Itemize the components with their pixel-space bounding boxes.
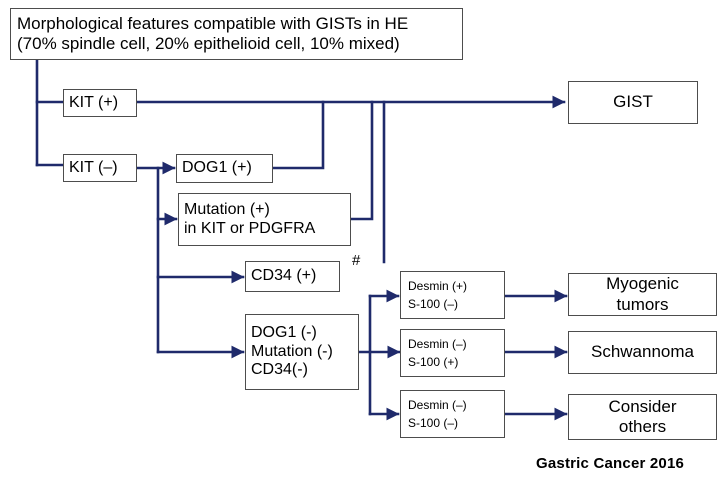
mutation-positive-line-1: Mutation (+) [184, 200, 270, 218]
consider-line-1: Consider [608, 396, 677, 416]
consider-others-box: Consider others [568, 394, 717, 440]
mutation-negative-label: Mutation (-) [251, 342, 333, 360]
mutation-positive-box: Mutation (+) in KIT or PDGFRA [178, 193, 351, 246]
root-line-2: (70% spindle cell, 20% epithelioid cell,… [17, 34, 400, 53]
hash-annotation: # [352, 252, 361, 269]
myogenic-tumors-box: Myogenic tumors [568, 273, 717, 316]
desmin-neg-s100-neg-box: Desmin (–) S-100 (–) [400, 390, 505, 438]
s100-positive-label: S-100 (+) [408, 355, 459, 369]
schwannoma-box: Schwannoma [568, 331, 717, 374]
triple-negative-box: DOG1 (-) Mutation (-) CD34(-) [245, 314, 359, 390]
root-line-1: Morphological features compatible with G… [17, 13, 409, 33]
desmin-positive-label: Desmin (+) [408, 279, 468, 293]
gist-label: GIST [613, 92, 653, 112]
desmin-pos-s100-neg-box: Desmin (+) S-100 (–) [400, 271, 505, 319]
source-citation: Gastric Cancer 2016 [536, 455, 685, 472]
dog1-positive-box: DOG1 (+) [176, 154, 273, 183]
root-box: Morphological features compatible with G… [10, 8, 463, 60]
cd34-positive-box: CD34 (+) [245, 261, 340, 292]
kit-positive-box: KIT (+) [63, 89, 137, 117]
consider-line-2: others [618, 417, 667, 436]
dog1-positive-label: DOG1 (+) [182, 159, 252, 177]
myogenic-line-1: Myogenic [606, 274, 679, 294]
s100-negative-label-2: S-100 (–) [408, 416, 459, 430]
desmin-negative-label-2: Desmin (–) [408, 398, 467, 412]
cd34-positive-label: CD34 (+) [251, 267, 317, 285]
kit-positive-label: KIT (+) [69, 93, 119, 111]
s100-negative-label: S-100 (–) [408, 297, 459, 311]
kit-negative-box: KIT (–) [63, 154, 137, 182]
mutation-positive-line-2: in KIT or PDGFRA [184, 219, 316, 237]
kit-negative-label: KIT (–) [69, 158, 118, 176]
desmin-negative-label: Desmin (–) [408, 337, 467, 351]
myogenic-line-2: tumors [616, 294, 669, 314]
gist-box: GIST [568, 81, 698, 124]
desmin-neg-s100-pos-box: Desmin (–) S-100 (+) [400, 329, 505, 377]
schwannoma-label: Schwannoma [590, 342, 694, 362]
cd34-negative-label: CD34(-) [251, 361, 308, 379]
dog1-negative-label: DOG1 (-) [251, 323, 317, 341]
